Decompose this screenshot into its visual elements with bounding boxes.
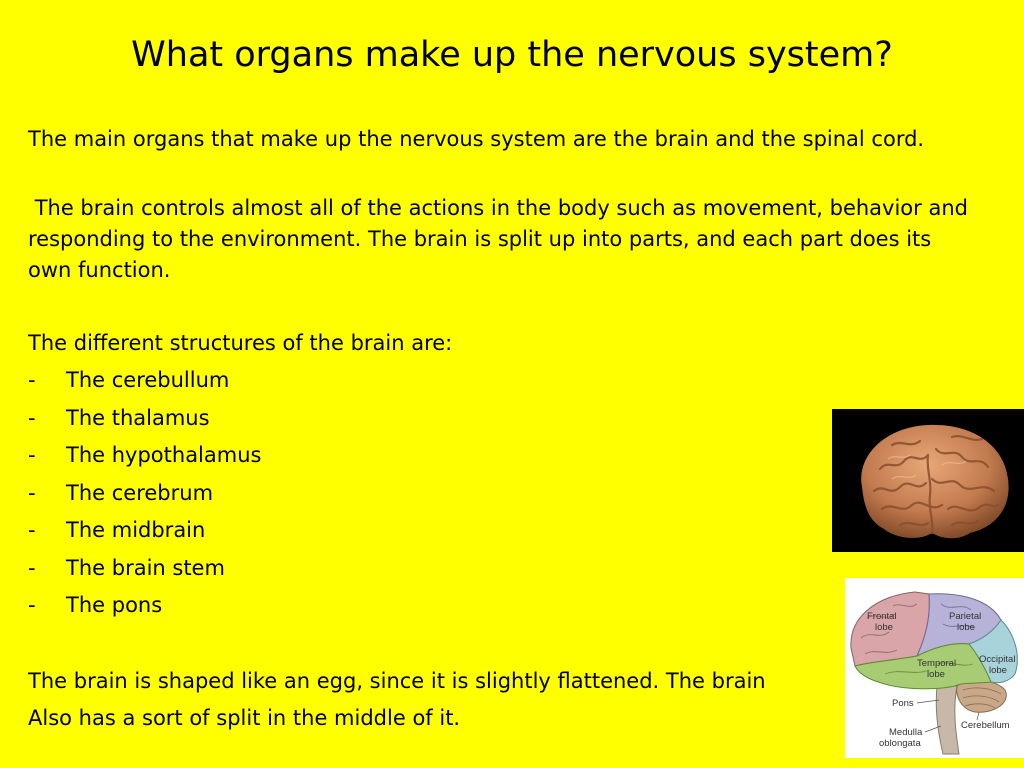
- list-marker: -: [28, 405, 36, 430]
- list-item: - The hypothalamus: [28, 440, 261, 478]
- brain-photo-image: [861, 424, 1009, 539]
- split-paragraph: Also has a sort of split in the middle o…: [28, 706, 461, 730]
- list-marker: -: [28, 368, 36, 392]
- brain-structures-list: - The cerebullum - The thalamus - The hypot…: [28, 365, 261, 628]
- list-marker: -: [28, 555, 36, 580]
- slide-title: What organs make up the nervous system?: [131, 35, 893, 75]
- list-item: - The cerebullum: [28, 365, 261, 403]
- medulla-label: Medulla: [889, 727, 923, 738]
- brain-diagram: Frontal lobe Parietal lobe Temporal lobe…: [845, 578, 1024, 758]
- temporal-lobe-label: Temporal: [917, 658, 956, 669]
- list-marker: -: [28, 443, 36, 467]
- brain-function-paragraph: The brain controls almost all of the act…: [28, 196, 975, 282]
- cerebellum-label: Cerebellum: [961, 720, 1010, 731]
- temporal-lobe-label-2: lobe: [927, 669, 945, 680]
- list-item: - The brain stem: [28, 553, 261, 591]
- intro-paragraph: The main organs that make up the nervous…: [28, 127, 925, 151]
- list-marker: -: [28, 593, 36, 617]
- medulla-label-2: oblongata: [879, 738, 921, 749]
- list-marker: -: [28, 480, 36, 505]
- frontal-lobe-label-2: lobe: [875, 622, 893, 633]
- parietal-lobe-label: Parietal: [949, 611, 981, 622]
- list-item: - The pons: [28, 590, 261, 628]
- labeled-brain-diagram: Frontal lobe Parietal lobe Temporal lobe…: [850, 591, 1018, 755]
- list-item-text: The cerebullum: [66, 368, 230, 392]
- list-item-text: The midbrain: [66, 518, 206, 542]
- list-item-text: The pons: [66, 593, 163, 617]
- list-item: - The cerebrum: [28, 478, 261, 516]
- parietal-lobe-label-2: lobe: [957, 622, 975, 633]
- list-marker: -: [28, 518, 36, 542]
- occipital-lobe-label-2: lobe: [989, 665, 1007, 676]
- occipital-lobe-label: Occipital: [979, 654, 1015, 665]
- structures-intro: The different structures of the brain ar…: [28, 331, 453, 355]
- list-item-text: The cerebrum: [66, 480, 214, 505]
- list-item-text: The thalamus: [66, 405, 210, 430]
- brain-photo: [832, 409, 1024, 552]
- list-item-text: The brain stem: [66, 555, 225, 580]
- shape-paragraph: The brain is shaped like an egg, since i…: [28, 669, 766, 693]
- list-item: - The midbrain: [28, 515, 261, 553]
- pons-label: Pons: [892, 698, 914, 709]
- list-item: - The thalamus: [28, 403, 261, 441]
- list-item-text: The hypothalamus: [66, 443, 262, 467]
- frontal-lobe-label: Frontal: [867, 611, 897, 622]
